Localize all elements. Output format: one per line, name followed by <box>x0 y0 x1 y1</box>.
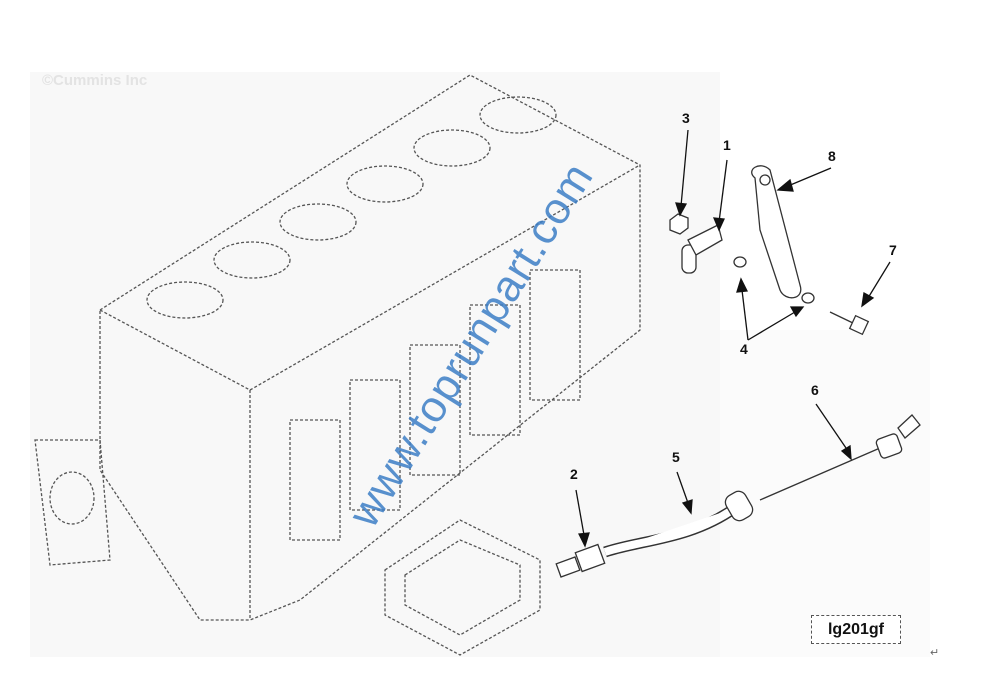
callout-7: 7 <box>889 242 897 258</box>
part-washer <box>801 292 815 304</box>
part-washer <box>733 256 747 268</box>
part-nut <box>669 213 689 235</box>
return-mark: ↵ <box>930 647 940 659</box>
callout-2: 2 <box>570 466 578 482</box>
reference-code: lg201gf <box>827 620 884 638</box>
part-fitting <box>555 543 606 578</box>
part-dipstick <box>759 414 921 501</box>
reference-code-box: lg201gf <box>811 615 901 644</box>
cover-plate <box>384 519 541 656</box>
engine-block <box>34 74 641 621</box>
callout-1: 1 <box>723 137 731 153</box>
diagram-background-lower <box>720 330 930 657</box>
callout-5: 5 <box>672 449 680 465</box>
diagram-background <box>30 72 720 657</box>
callout-4: 4 <box>740 341 748 357</box>
callout-6: 6 <box>811 382 819 398</box>
part-tube-collar <box>724 490 754 522</box>
part-clip <box>681 224 723 274</box>
leader-arrows <box>575 129 891 548</box>
callout-3: 3 <box>682 110 690 126</box>
part-bolt <box>829 311 870 336</box>
callout-8: 8 <box>828 148 836 164</box>
part-bracket <box>751 165 802 299</box>
copyright-text: ©Cummins Inc <box>42 72 148 89</box>
